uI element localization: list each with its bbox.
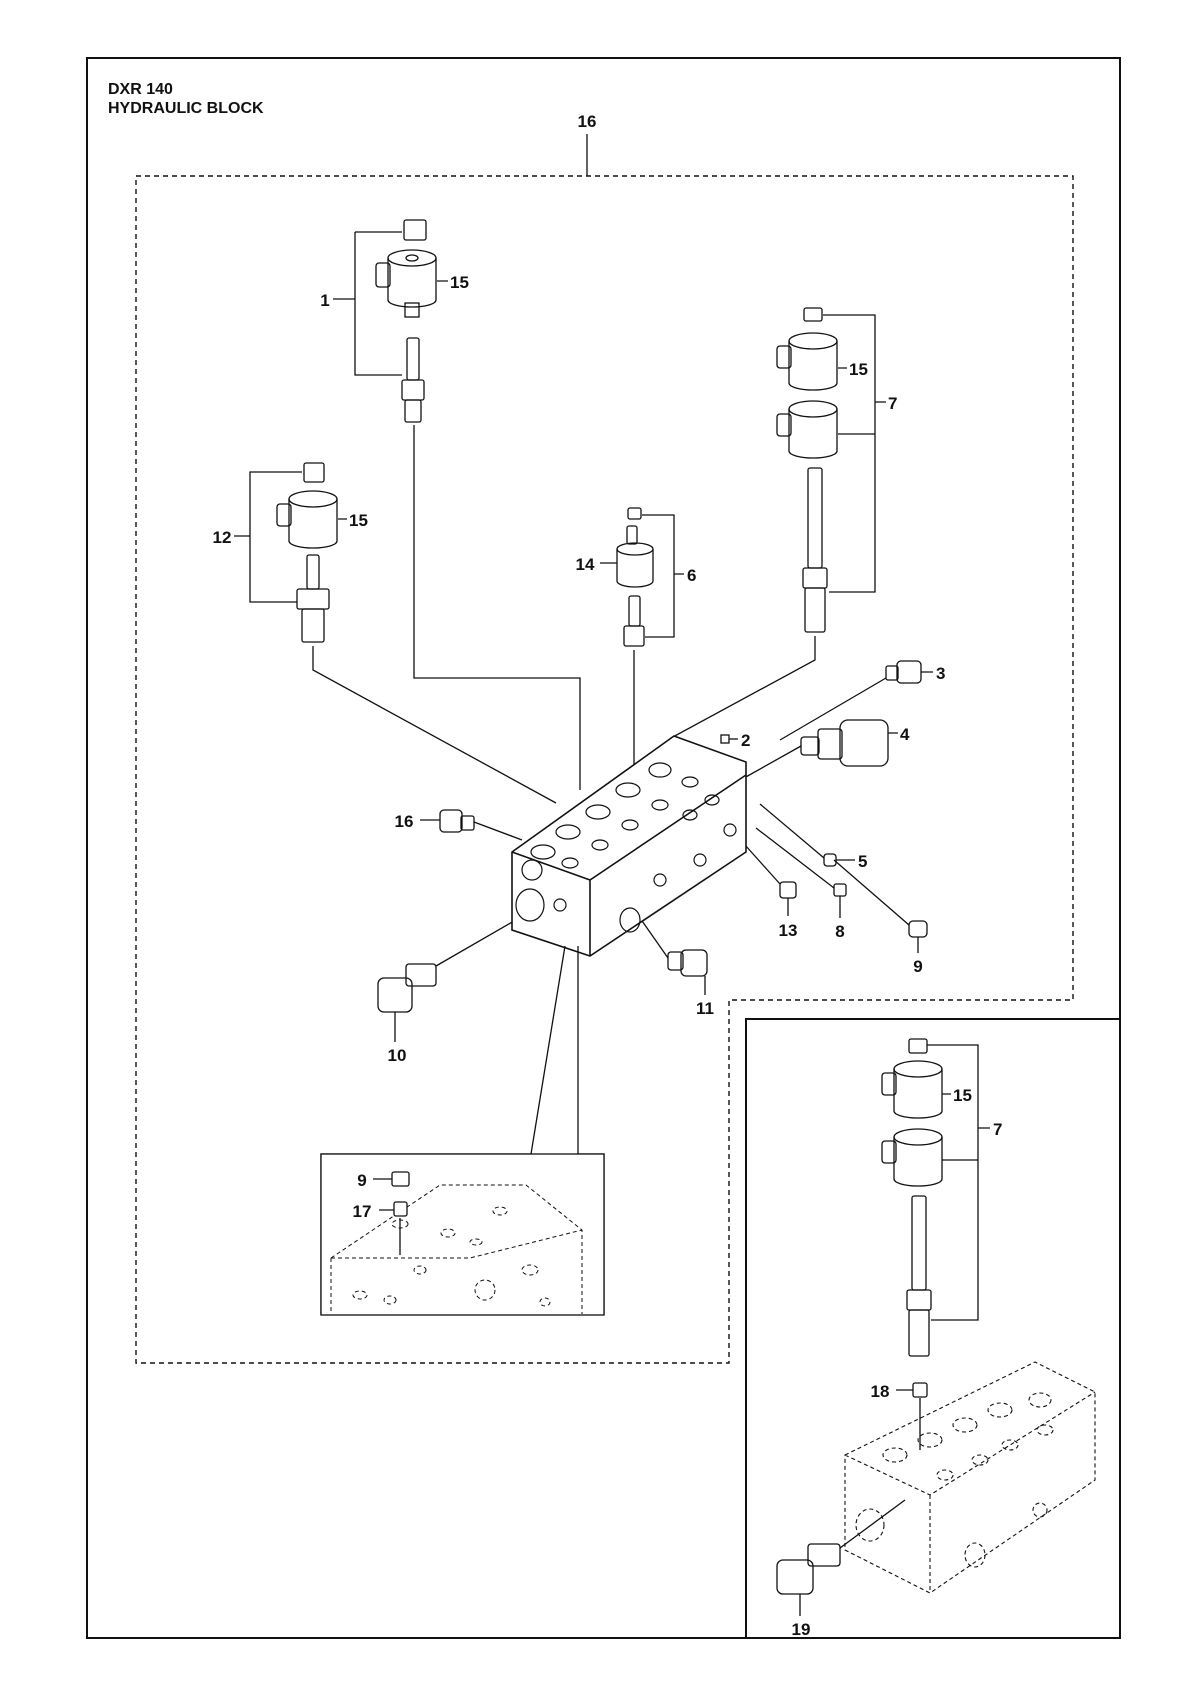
plug-5	[759, 803, 855, 867]
plug-8	[755, 827, 847, 918]
inset-solenoid-valve-7	[881, 1038, 990, 1357]
callout-17: 17	[353, 1202, 372, 1221]
diagram-title: HYDRAULIC BLOCK	[108, 100, 264, 117]
callout-5: 5	[858, 852, 867, 871]
callout-18: 18	[871, 1382, 890, 1401]
relief-valve-19	[776, 1499, 906, 1616]
callout-15-d: 15	[953, 1086, 972, 1105]
callout-16-top: 16	[578, 112, 597, 131]
plug-9	[833, 859, 928, 953]
inset-plug-18	[896, 1382, 928, 1450]
drawing-frame	[86, 57, 1121, 1639]
callout-6: 6	[687, 566, 696, 585]
callout-8: 8	[835, 922, 844, 941]
callout-15-c: 15	[349, 511, 368, 530]
callout-14: 14	[576, 555, 595, 574]
callout-15-a: 15	[450, 273, 469, 292]
callout-4: 4	[900, 725, 910, 744]
fitting-11	[639, 917, 708, 995]
callout-19: 19	[792, 1620, 811, 1639]
relief-valve-10	[377, 905, 541, 1042]
callout-3: 3	[936, 664, 945, 683]
solenoid-valve-1	[333, 219, 581, 790]
callout-9-b: 9	[357, 1171, 366, 1190]
callout-16-mid: 16	[395, 812, 414, 831]
inset-block-outline	[844, 1361, 1096, 1594]
detail-view	[320, 1153, 605, 1316]
callout-labels: 16 1 15 7 15 12 15 14 6 3 2 4 16 5 13 8 …	[213, 112, 1003, 1639]
callout-10: 10	[388, 1046, 407, 1065]
callout-1: 1	[320, 291, 329, 310]
callout-7-a: 7	[888, 394, 897, 413]
plug-2	[720, 734, 738, 744]
callout-7-b: 7	[993, 1120, 1002, 1139]
callout-11: 11	[696, 999, 714, 1018]
solenoid-valve-12	[234, 462, 557, 804]
fitting-3	[779, 660, 933, 741]
model-title: DXR 140	[108, 81, 173, 98]
fitting-16	[420, 809, 523, 841]
solenoid-valve-6	[600, 507, 684, 815]
group-16-boundary	[135, 175, 1074, 1364]
inset-panel-border	[745, 1018, 1121, 1639]
cartridge-valve-4	[743, 719, 898, 779]
solenoid-valve-7	[670, 307, 886, 768]
callout-9-a: 9	[913, 957, 922, 976]
callout-15-b: 15	[849, 360, 868, 379]
hydraulic-block	[511, 735, 747, 957]
callout-13: 13	[779, 921, 798, 940]
callout-12: 12	[213, 528, 232, 547]
callout-2: 2	[741, 731, 750, 750]
